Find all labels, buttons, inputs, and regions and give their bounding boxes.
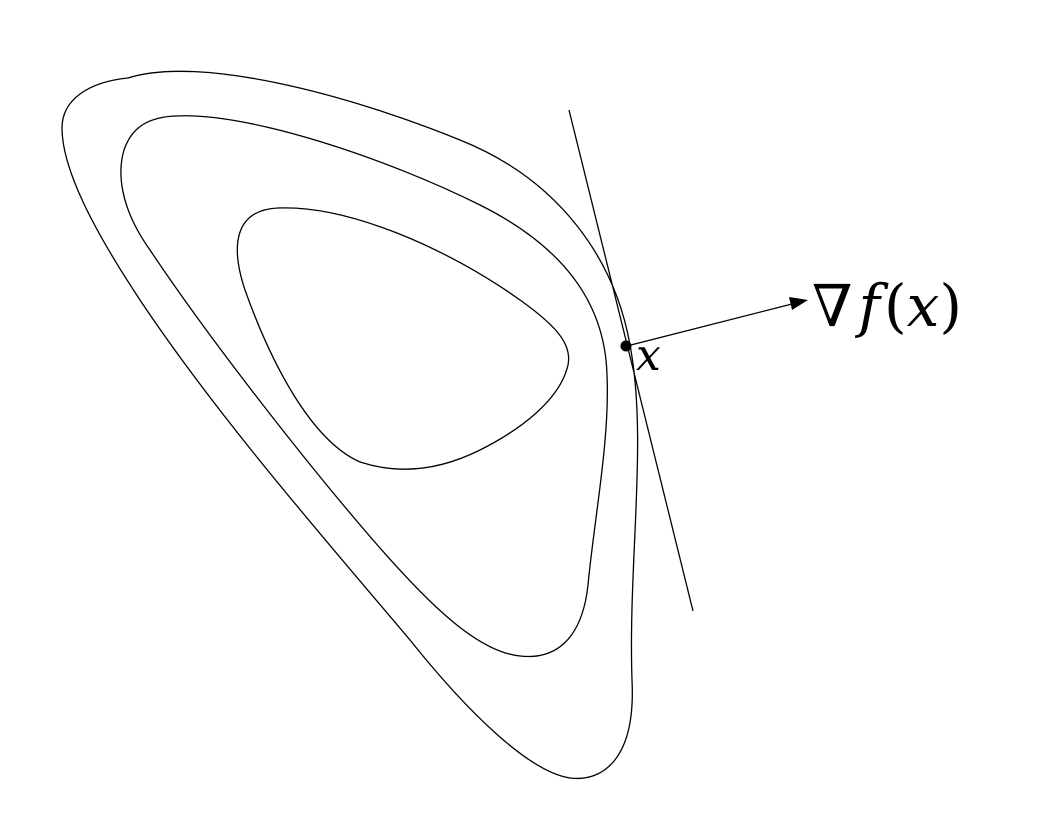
tangent-line (568, 109, 694, 612)
gradient-arrow (626, 303, 793, 347)
argument-symbol: x (907, 272, 940, 340)
point-label: x (636, 330, 661, 381)
outer-level-curve (61, 70, 639, 780)
gradient-arrowhead (789, 297, 808, 310)
point-x-marker (620, 340, 632, 352)
close-paren: ) (939, 272, 962, 340)
gradient-label: ∇f(x) (812, 272, 962, 340)
inner-level-curve (236, 207, 570, 470)
open-paren: ( (884, 272, 907, 340)
middle-level-curve (120, 115, 609, 658)
nabla-symbol: ∇ (812, 272, 853, 340)
